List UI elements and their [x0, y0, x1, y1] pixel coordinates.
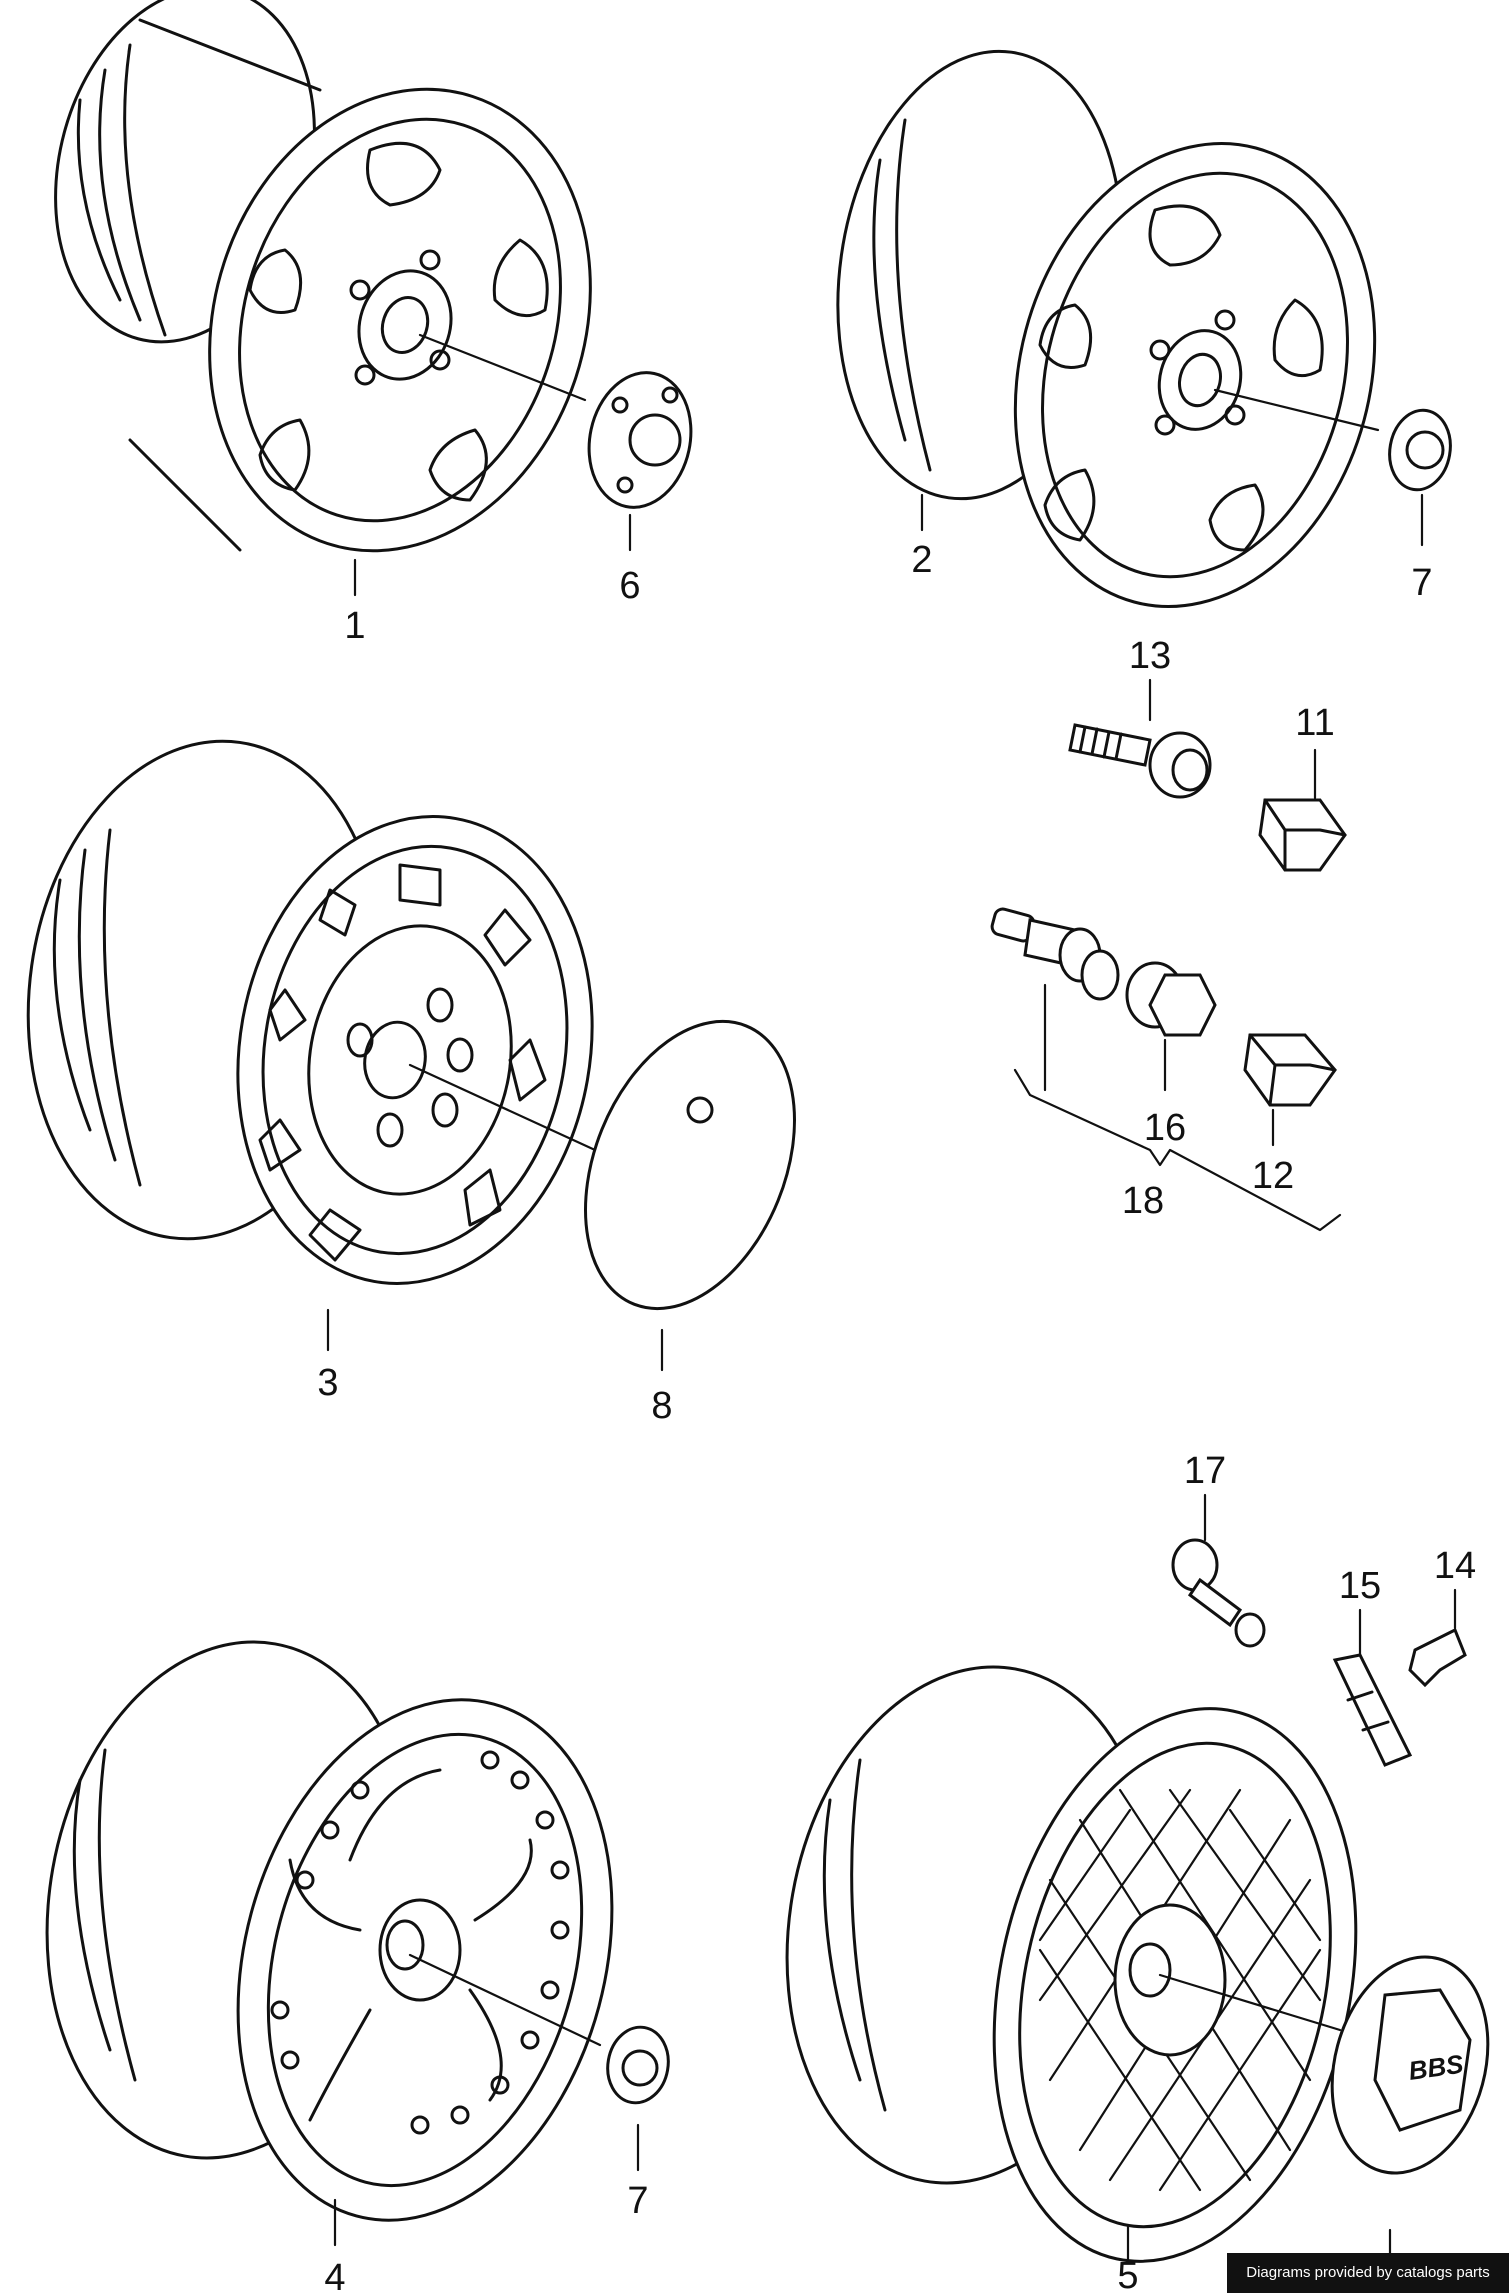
diagram-credit: Diagrams provided by catalogs parts: [1227, 2253, 1509, 2293]
nut-11-icon: [1258, 798, 1347, 872]
wheel-3-icon: [26, 739, 597, 1285]
callout-6: 6: [619, 565, 640, 607]
valve-stem-18-icon: [990, 907, 1120, 1001]
callout-4: 4: [324, 2257, 345, 2293]
callout-12: 12: [1252, 1155, 1294, 1197]
callout-5: 5: [1117, 2255, 1138, 2293]
valve-17-icon: [1171, 1538, 1266, 1648]
wheel-4-icon: [45, 1640, 614, 2222]
callout-1: 1: [344, 605, 365, 647]
hubcap-7-top-icon: [1388, 408, 1452, 492]
callout-16: 16: [1144, 1107, 1186, 1149]
bolt-13-icon: [1068, 723, 1212, 799]
callout-18: 18: [1122, 1180, 1164, 1222]
hubcap-6-icon: [587, 371, 693, 509]
wheel-5-icon: [785, 1665, 1358, 2263]
callout-labels: 1 6 2 7 13 11 16 12 18 3 8 17 15 14 4 7 …: [317, 539, 1476, 2293]
callout-13: 13: [1129, 635, 1171, 677]
callout-7-bottom: 7: [627, 2180, 648, 2222]
callout-2: 2: [911, 539, 932, 581]
callout-8: 8: [651, 1385, 672, 1427]
hubcap-7-bottom-icon: [606, 2025, 670, 2105]
bracket-18: [1013, 1068, 1342, 1232]
callout-3: 3: [317, 1362, 338, 1404]
nut-16-icon: [1125, 961, 1217, 1037]
callout-11: 11: [1295, 702, 1334, 744]
nut-12-icon: [1243, 1033, 1337, 1107]
callout-15: 15: [1339, 1565, 1381, 1607]
callout-7-top: 7: [1411, 562, 1432, 604]
clip-14-icon: [1408, 1627, 1467, 1688]
hubcap-8-icon: [584, 1019, 796, 1311]
wheel-1-icon: [54, 0, 592, 553]
callout-14: 14: [1434, 1545, 1476, 1587]
leader-lines: [326, 493, 1457, 2267]
balance-weight-15-icon: [1332, 1653, 1413, 1767]
wheel-2-icon: [836, 49, 1380, 608]
hubcap-9-bbs-icon: BBS: [1330, 1955, 1490, 2175]
callout-17: 17: [1184, 1450, 1226, 1492]
